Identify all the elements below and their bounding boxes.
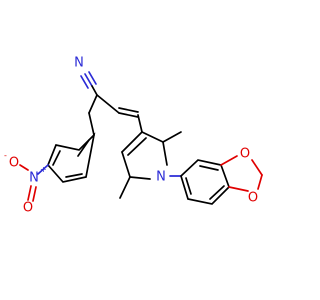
methyl-on-c2 [162,131,182,143]
pyrrole-n-label: N [156,170,166,185]
nitro-n-o-single-bond [19,164,29,171]
bond-vinyl-alpha [96,94,120,114]
pyrrole-c5-n1 [129,176,151,180]
dioxole-bond-bottom [228,186,249,192]
pyrrole-c3-c4-inner [127,137,147,156]
nitro-n-label: N [29,171,39,186]
pyrrole-c3-c4 [121,131,143,153]
pyrrole-c3-c2 [141,131,164,143]
nitro-c-n-bond [37,164,49,175]
nitro-o-single-label: O [9,156,19,171]
pyrrole-ring: N [119,114,182,199]
nitrophenyl-ring [47,132,96,183]
methyl-on-c5 [119,176,131,199]
benzodioxole-ring: O O [180,147,263,206]
nitro-group: N + O - O [4,151,49,216]
nitrile-carbon-bond [91,85,98,96]
phenyl-inner-double-3 [77,139,90,157]
nitrile-group [80,71,98,96]
nitrile-triple-bond-b [80,75,89,89]
benzo-inner-double-3 [185,177,192,195]
molecule-canvas: N + O - O N N O O [4,55,263,216]
dioxole-o-bottom-label: O [248,191,258,206]
dioxole-ch2-bottom [257,174,263,190]
molecule-structure: N + O - O N N O O [4,56,263,216]
dioxole-o-top-label: O [240,147,250,162]
dioxole-bond-top [220,155,238,166]
phenyl-inner-double-2 [65,173,83,178]
bond-vinyl-double-a [118,112,139,118]
nitrile-triple-bond-a [84,73,93,87]
bond-vinyl-to-phenyl [88,112,95,136]
nitrile-n-label: N [74,56,84,71]
nitro-n-o-double-bond-a [27,185,32,201]
benzo-inner-double-1 [199,165,219,171]
pyrrole-c4-c5 [121,151,131,178]
dioxole-ch2-top [251,159,263,176]
bond-vinyl-to-nitrile [88,94,98,114]
phenyl-inner-double-1 [52,150,61,166]
nitro-o-double-label: O [23,201,33,216]
bond-vinyl-double-b [118,107,139,113]
pyrrole-c3-link [137,114,143,133]
nitro-n-charge: + [40,165,47,174]
pyrrole-c2-n1 [162,141,168,166]
nitro-o-charge: - [4,151,7,160]
nitrile-triple-bond-c [88,71,97,85]
nitro-n-o-double-bond-b [32,186,37,202]
benzo-inner-double-2 [209,185,225,200]
